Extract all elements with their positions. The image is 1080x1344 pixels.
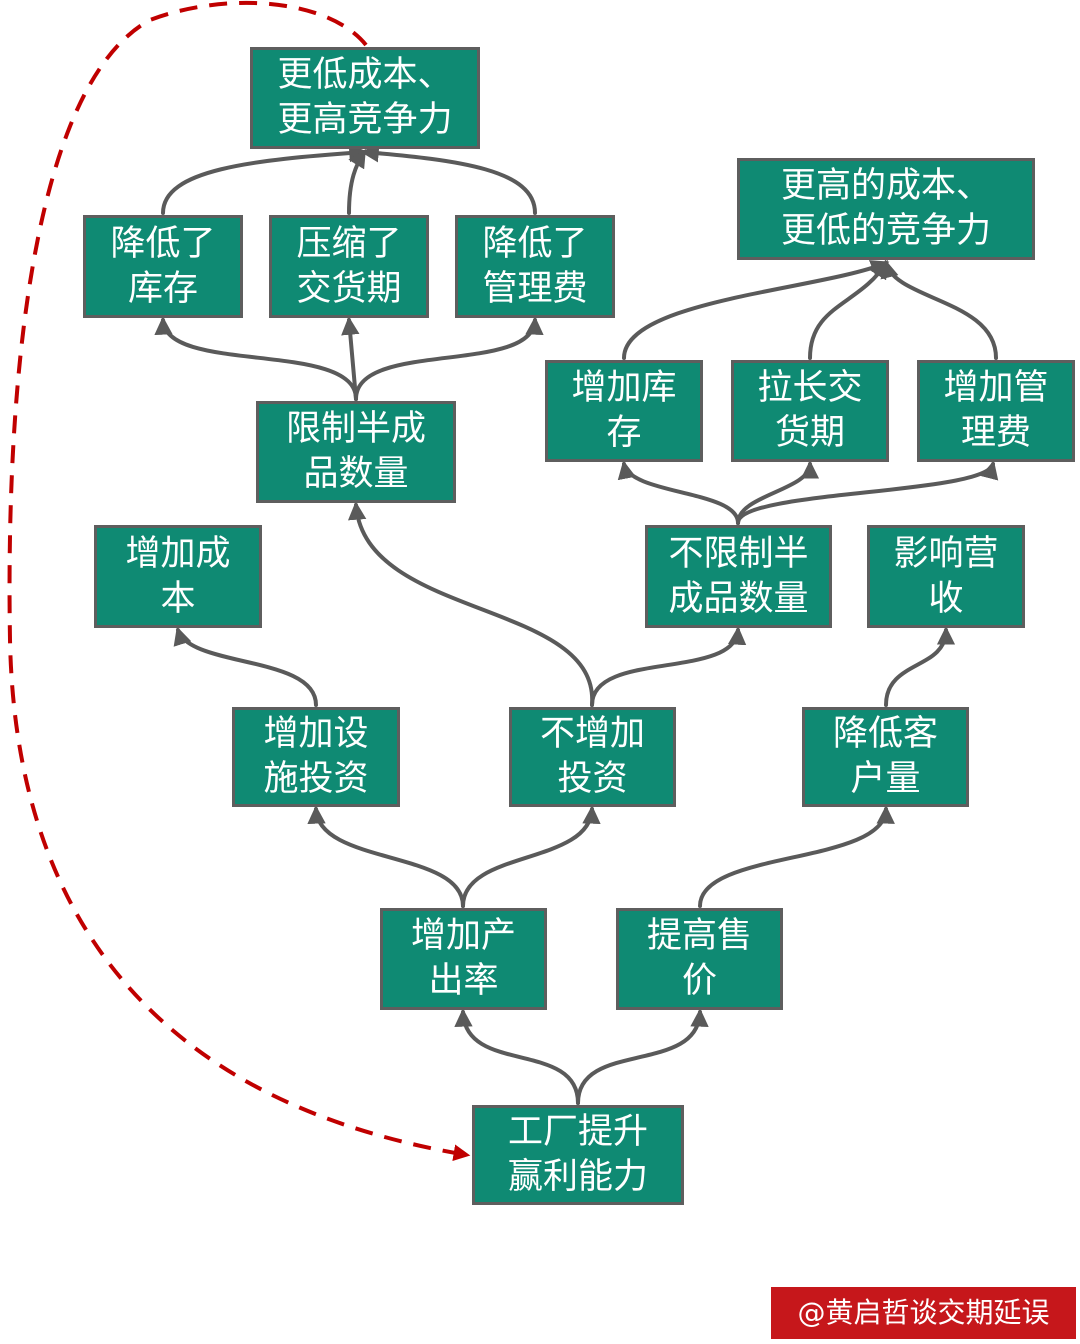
node-inventory-increased: 增加库 存 [545, 360, 703, 462]
node-line: 理费 [960, 413, 1031, 453]
node-cost-increase: 增加成 本 [94, 525, 262, 628]
node-line: 施投资 [263, 759, 369, 799]
node-no-limit-wip: 不限制半 成品数量 [645, 525, 832, 628]
node-line: 更高竞争力 [277, 100, 453, 140]
node-line: 户量 [850, 759, 921, 799]
node-line: 增加成 [125, 533, 231, 574]
arrow-price-to-customers [698, 805, 895, 908]
arrow-inventory-up-to-worse [622, 260, 890, 360]
arrow-noinvest-to-nolimit [590, 626, 747, 707]
node-revenue-impact: 影响营 收 [867, 525, 1025, 628]
arrow-mgmt-up-to-worse [880, 259, 998, 360]
node-line: 投资 [557, 759, 628, 799]
node-line: 更高的成本、 [780, 166, 991, 206]
arrow-noinvest-to-limit [348, 501, 595, 707]
node-factory-profitability: 工厂提升 赢利能力 [472, 1105, 684, 1205]
node-lower-cost-higher-competitiveness: 更低成本、 更高竞争力 [250, 47, 480, 149]
arrow-nolimit-to-leadtime [736, 460, 820, 525]
node-inventory-reduced: 降低了 库存 [83, 215, 243, 318]
arrow-limit-to-inventory [154, 316, 358, 401]
arrow-output-to-noinvest [461, 805, 601, 908]
node-line: 收 [928, 578, 964, 619]
watermark-label: @黄启哲谈交期延误 [771, 1287, 1076, 1339]
node-increase-investment: 增加设 施投资 [232, 707, 400, 807]
node-no-investment: 不增加 投资 [509, 707, 676, 807]
node-management-fee-increased: 增加管 理费 [917, 360, 1075, 462]
node-line: 品数量 [303, 454, 409, 494]
node-increase-output: 增加产 出率 [380, 908, 547, 1010]
node-line: 影响营 [893, 533, 999, 574]
node-line: 不限制半 [668, 533, 809, 574]
node-line: 存 [606, 413, 642, 453]
node-line: 管理费 [482, 268, 588, 309]
arrow-inventory-to-top [161, 143, 368, 215]
node-limit-wip: 限制半成 品数量 [256, 401, 456, 503]
node-line: 库存 [127, 268, 198, 309]
arrow-mgmt-to-top [360, 144, 537, 215]
node-line: 增加设 [263, 714, 369, 754]
node-line: 增加产 [410, 916, 516, 956]
node-line: 增加库 [571, 368, 677, 408]
arrow-output-to-invest [307, 805, 465, 908]
arrow-leadtime-up-to-worse [808, 259, 888, 360]
node-line: 拉长交 [757, 368, 863, 408]
arrow-goal-to-output [454, 1008, 580, 1105]
arrow-invest-to-cost [173, 626, 318, 707]
node-line: 交货期 [296, 268, 402, 309]
arrow-limit-to-mgmt [354, 316, 544, 401]
node-raise-price: 提高售 价 [616, 908, 783, 1010]
node-line: 本 [160, 578, 196, 619]
node-line: 增加管 [943, 368, 1049, 408]
node-fewer-customers: 降低客 户量 [802, 707, 969, 807]
arrow-goal-to-price [576, 1008, 709, 1105]
node-line: 赢利能力 [507, 1157, 648, 1197]
node-line: 价 [681, 961, 717, 1001]
arrow-leadtime-to-top [347, 148, 366, 215]
node-line: 货期 [774, 413, 845, 453]
node-line: 更低的竞争力 [780, 211, 991, 251]
node-higher-cost-lower-competitiveness: 更高的成本、 更低的竞争力 [737, 158, 1035, 260]
node-line: 工厂提升 [507, 1112, 648, 1152]
node-line: 提高售 [646, 916, 752, 956]
node-line: 更低成本、 [277, 55, 453, 95]
arrow-customers-to-revenue [884, 626, 956, 707]
feedback-loop-arrow [7, 0, 471, 1162]
node-line: 降低了 [482, 223, 588, 264]
node-line: 不增加 [539, 714, 645, 754]
node-line: 降低客 [832, 714, 938, 754]
node-management-fee-reduced: 降低了 管理费 [455, 215, 615, 318]
node-line: 限制半成 [285, 409, 426, 449]
node-lead-time-compressed: 压缩了 交货期 [269, 215, 429, 318]
node-line: 成品数量 [668, 578, 809, 619]
arrow-nolimit-to-inventory [617, 460, 740, 525]
node-lead-time-extended: 拉长交 货期 [731, 360, 889, 462]
arrow-limit-to-leadtime [341, 316, 360, 401]
arrow-nolimit-to-mgmt [736, 460, 999, 525]
node-line: 出率 [428, 961, 499, 1001]
node-line: 压缩了 [296, 223, 402, 264]
node-line: 降低了 [110, 223, 216, 264]
